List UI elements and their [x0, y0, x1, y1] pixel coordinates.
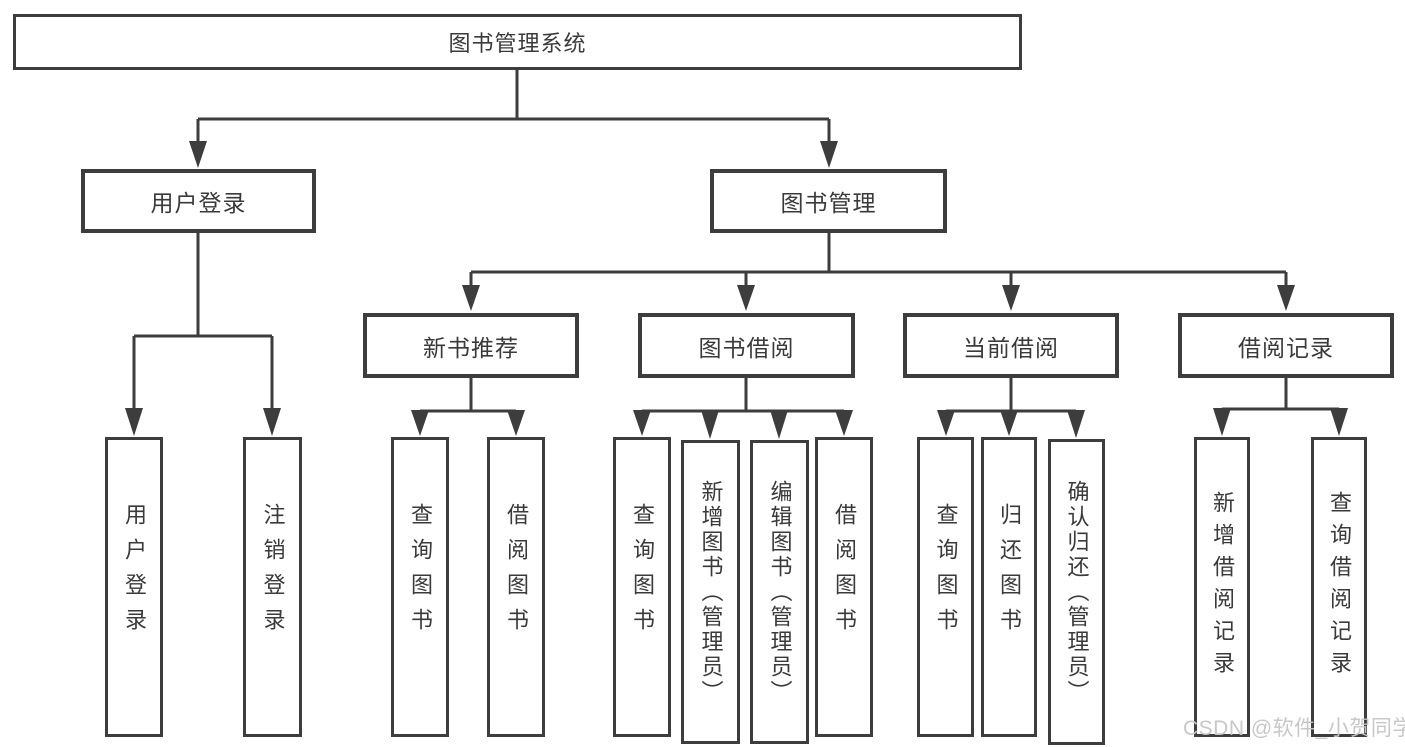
node-label: 查询图书 [408, 503, 433, 643]
node-leaf-bb-add: 新增图书（管理员） [681, 440, 740, 744]
arrowhead-icon [820, 141, 838, 168]
arrowhead-icon [263, 408, 281, 436]
csdn-watermark: CSDN @软件_小贺同学 [1183, 717, 1405, 740]
arrowhead-icon [462, 285, 480, 311]
node-label: 图书借阅 [698, 334, 795, 361]
arrowhead-icon [835, 410, 853, 436]
node-leaf-logout: 注销登录 [243, 437, 302, 737]
node-leaf-cb-query: 查询图书 [917, 437, 974, 737]
arrowhead-icon [701, 410, 719, 439]
node-label: 新增借阅记录 [1210, 491, 1235, 683]
connector-records-split [1213, 376, 1348, 436]
node-leaf-rec-add: 新增借阅记录 [1194, 437, 1250, 737]
connector-borrowing-split [633, 376, 853, 439]
node-label: 借阅记录 [1238, 334, 1334, 361]
node-leaf-bb-borrow: 借阅图书 [815, 437, 873, 737]
node-root: 图书管理系统 [13, 14, 1022, 70]
arrowhead-icon [1067, 410, 1085, 438]
node-label: 确认归还（管理员） [1064, 479, 1090, 705]
node-label: 当前借阅 [963, 334, 1059, 361]
node-label: 查询借阅记录 [1327, 491, 1352, 683]
node-label: 借阅图书 [504, 503, 529, 643]
node-label: 查询图书 [630, 503, 655, 643]
arrowhead-icon [1000, 410, 1018, 436]
node-label: 编辑图书（管理员） [767, 479, 793, 705]
arrowhead-icon [737, 285, 755, 311]
node-label: 注销登录 [260, 503, 286, 643]
node-leaf-nb-query: 查询图书 [391, 437, 449, 737]
node-leaf-rec-query: 查询借阅记录 [1311, 437, 1367, 737]
node-current-borrow: 当前借阅 [903, 313, 1119, 378]
node-new-books: 新书推荐 [363, 313, 579, 378]
arrowhead-icon [1213, 408, 1231, 436]
connector-current-split [937, 376, 1085, 438]
arrowhead-icon [937, 410, 955, 436]
node-label: 图书管理 [780, 190, 877, 216]
connector-book-mgmt-split [462, 230, 1295, 311]
arrowhead-icon [1002, 285, 1020, 311]
node-leaf-cb-confirm: 确认归还（管理员） [1048, 439, 1105, 745]
arrowhead-icon [1277, 285, 1295, 311]
node-label: 图书管理系统 [448, 31, 587, 56]
node-label: 用户登录 [122, 503, 147, 643]
arrowhead-icon [633, 410, 651, 436]
connector-user-login-split [125, 230, 281, 436]
node-leaf-bb-query: 查询图书 [613, 437, 671, 737]
arrowhead-icon [189, 141, 207, 168]
arrowhead-icon [411, 410, 429, 436]
node-label: 新书推荐 [423, 334, 519, 361]
node-label: 查询图书 [933, 503, 959, 643]
node-borrow-records: 借阅记录 [1178, 313, 1394, 378]
node-leaf-bb-edit: 编辑图书（管理员） [750, 440, 809, 744]
connector-new-books-split [411, 376, 525, 436]
node-leaf-cb-return: 归还图书 [981, 437, 1037, 737]
node-label: 用户登录 [150, 190, 247, 216]
node-user-login: 用户登录 [81, 169, 316, 233]
node-label: 归还图书 [997, 503, 1022, 643]
node-borrowing: 图书借阅 [638, 313, 855, 378]
arrowhead-icon [1330, 408, 1348, 436]
node-leaf-nb-borrow: 借阅图书 [487, 437, 545, 737]
node-label: 新增图书（管理员） [698, 479, 724, 705]
arrowhead-icon [125, 408, 143, 436]
node-leaf-login: 用户登录 [105, 437, 163, 737]
node-label: 借阅图书 [832, 503, 857, 643]
node-book-mgmt: 图书管理 [710, 169, 947, 233]
connector-root-split [189, 67, 838, 168]
arrowhead-icon [507, 410, 525, 436]
arrowhead-icon [770, 410, 788, 439]
